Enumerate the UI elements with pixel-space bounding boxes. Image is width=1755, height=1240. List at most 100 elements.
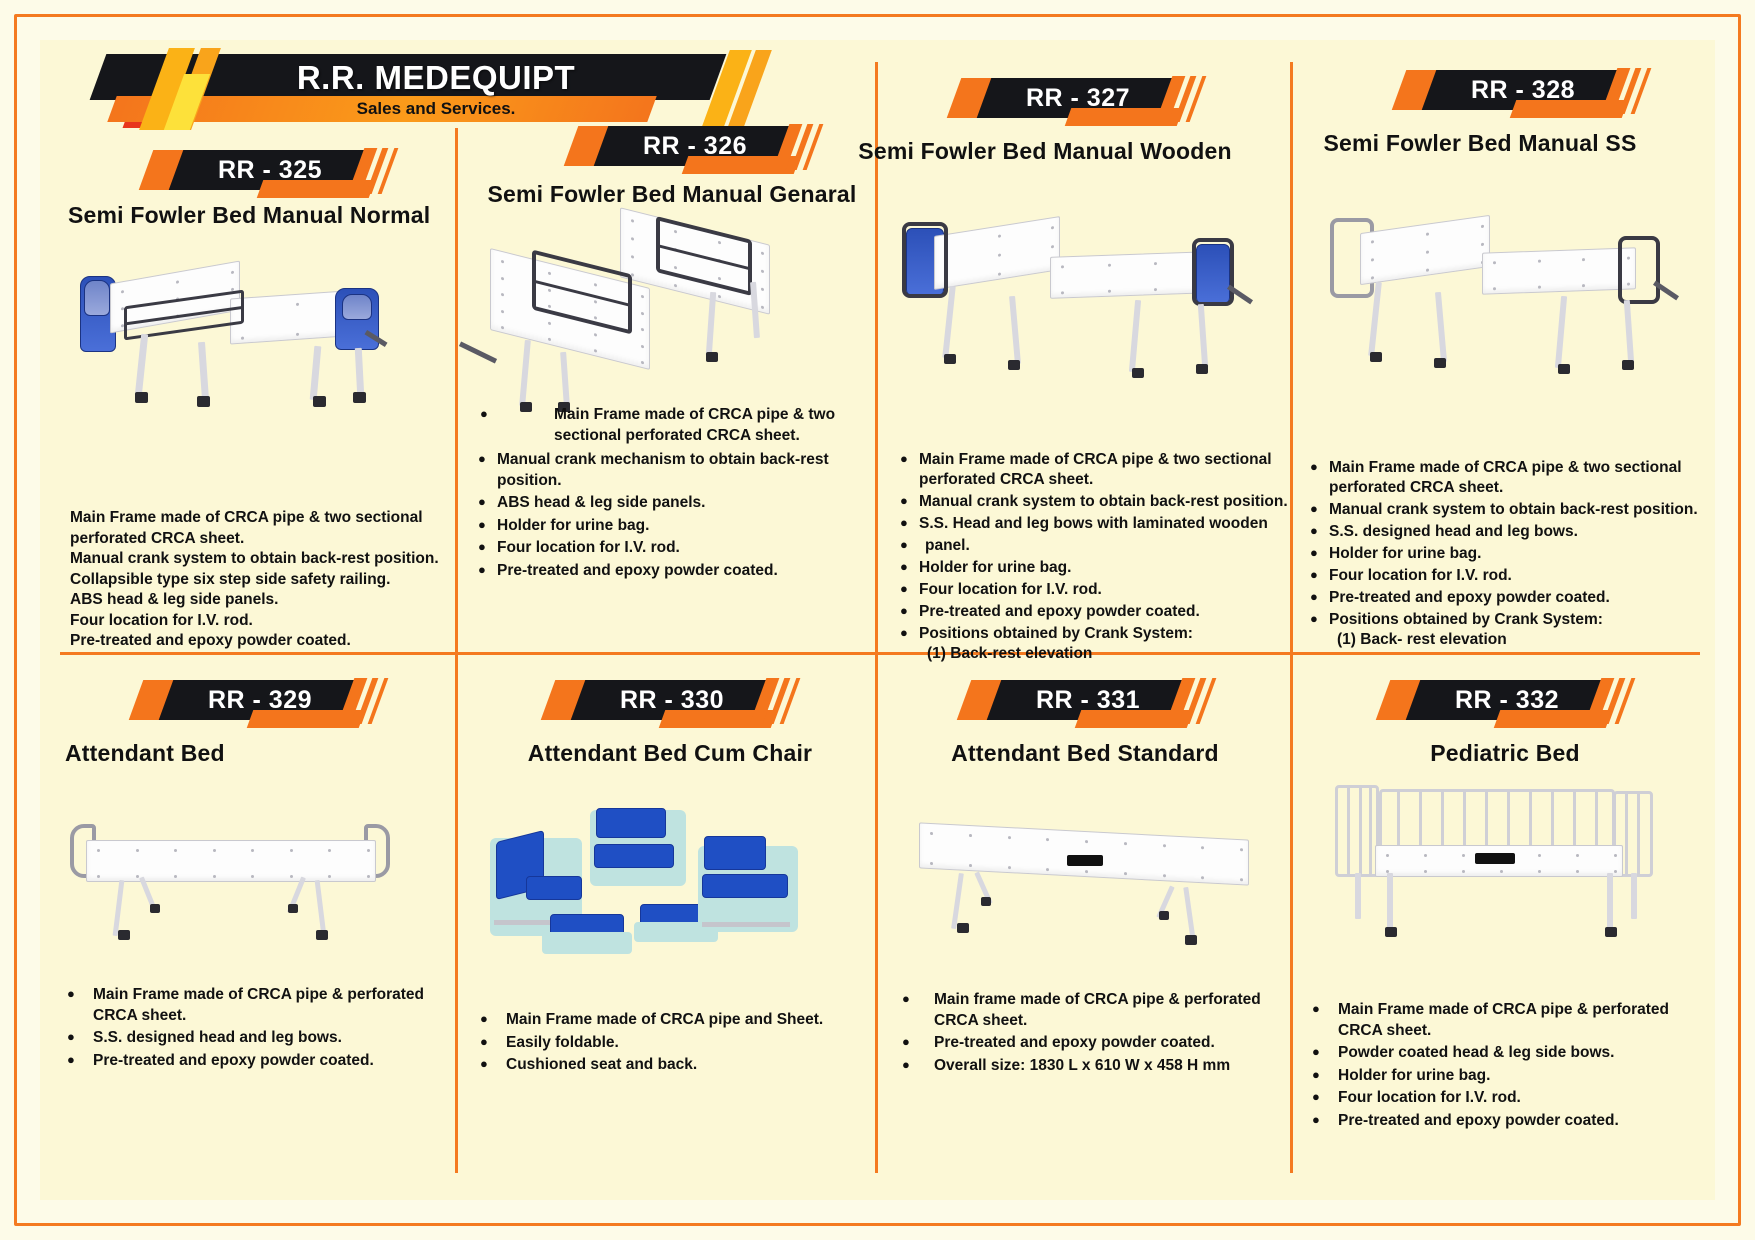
spec-text: Main Frame made of CRCA pipe & two secti…	[554, 406, 836, 444]
perforation-hole	[1371, 258, 1374, 262]
perforation-hole	[1614, 870, 1617, 873]
spec-text: S.S. designed head and leg bows.	[93, 1029, 342, 1046]
spec-text: Pre-treated and epoxy powder coated.	[1329, 589, 1610, 606]
perforation-hole	[1051, 244, 1054, 249]
grid-divider-v3-top	[1290, 62, 1293, 654]
leg-1	[1387, 873, 1393, 931]
spec-text: Main Frame made of CRCA pipe & two secti…	[1329, 459, 1682, 496]
spec-text: Pre-treated and epoxy powder coated.	[497, 561, 778, 579]
perforation-hole	[1007, 865, 1011, 870]
perforation-hole	[1107, 289, 1111, 293]
leg-left-rear	[560, 351, 570, 407]
spec-item: Four location for I.V. rod.	[1310, 1087, 1710, 1109]
perforation-hole	[97, 849, 100, 852]
perforation-hole	[631, 237, 634, 241]
perforation-hole	[1576, 854, 1579, 857]
perforation-hole	[641, 360, 644, 365]
spec-item: Main Frame made of CRCA pipe and Sheet.	[478, 1009, 868, 1031]
chair-seat-mid	[594, 844, 674, 868]
perforation-hole	[174, 849, 178, 852]
perforation-hole	[121, 289, 124, 294]
chair-base-left	[494, 920, 574, 925]
perforation-hole	[1123, 872, 1127, 876]
spec-text: Four location for I.V. rod.	[497, 539, 680, 556]
perforation-hole	[212, 849, 216, 852]
grid-divider-v1-bottom	[455, 655, 458, 1173]
sku-code: RR - 327	[1025, 84, 1131, 112]
perforation-hole	[1426, 250, 1429, 254]
perforation-hole	[1462, 870, 1465, 873]
perforation-hole	[1154, 262, 1158, 266]
perforation-hole	[1386, 870, 1389, 873]
sku-badge-rr-325: RR - 325	[138, 148, 408, 198]
spec-bullets: Main Frame made of CRCA pipe & two secti…	[478, 404, 868, 446]
spec-item: Holder for urine bag.	[1310, 543, 1700, 564]
sku-badge-rr-328: RR - 328	[1391, 68, 1661, 118]
perforation-hole	[1085, 840, 1088, 844]
perforation-hole	[641, 327, 644, 332]
folded-frame-2	[634, 922, 718, 942]
ss-head-bow	[902, 222, 948, 298]
leg-front-right	[309, 345, 322, 401]
spec-subtext: (1) Back- rest elevation	[1337, 631, 1507, 648]
spec-item: Positions obtained by Crank System: (1) …	[1310, 609, 1700, 650]
seat-section	[1482, 247, 1636, 295]
sku-badge-rr-327: RR - 327	[946, 76, 1216, 126]
spec-item: ABS head & leg side panels.	[478, 492, 868, 514]
perforation-hole	[1046, 868, 1050, 872]
spec-item: Pre-treated and epoxy powder coated.	[900, 1032, 1290, 1054]
grid-divider-horizontal	[60, 652, 1700, 655]
chair-seat-left	[526, 876, 582, 900]
grid-divider-v1-top	[455, 128, 458, 654]
perforation-hole	[998, 272, 1001, 276]
perforation-hole	[1107, 263, 1111, 267]
perforation-hole	[761, 251, 764, 256]
abs-leg-inset	[342, 294, 372, 320]
perforation-hole	[1386, 854, 1389, 857]
perforation-hole	[547, 337, 551, 342]
perforation-hole	[1614, 854, 1617, 857]
foot-cap-4	[1196, 364, 1208, 374]
brand-header: R.R. MEDEQUIPT Sales and Services.	[76, 48, 772, 130]
perforation-hole	[1424, 854, 1427, 857]
perforation-hole	[1500, 870, 1503, 873]
head-rail-frame	[1335, 785, 1379, 877]
spec-item: S.S. Head and leg bows with laminated wo…	[900, 513, 1290, 534]
perforation-hole	[501, 259, 504, 264]
spec-list-rr-326: Main Frame made of CRCA pipe & two secti…	[478, 404, 868, 583]
perforation-hole	[1493, 261, 1496, 265]
spec-text: Four location for I.V. rod.	[919, 581, 1102, 598]
company-tagline: Sales and Services.	[356, 99, 516, 118]
spec-item: Four location for I.V. rod.	[900, 579, 1290, 600]
perforation-hole	[289, 875, 293, 878]
leg-4	[1197, 303, 1209, 369]
foot-cap-4	[1622, 360, 1634, 370]
perforation-hole	[251, 875, 255, 878]
foot-cap-2	[1605, 927, 1617, 937]
bed-platform	[1375, 845, 1623, 877]
side-rail-bar-2	[1419, 791, 1422, 861]
spec-text: Holder for urine bag.	[1338, 1066, 1491, 1084]
foot-cap-2	[1008, 360, 1020, 370]
sku-code: RR - 330	[619, 686, 725, 714]
sku-badge-rr-329: RR - 329	[128, 678, 398, 728]
side-rail-bar-9	[1573, 791, 1576, 861]
product-title: Semi Fowler Bed Manual Wooden	[858, 138, 1232, 164]
spec-text: Main Frame made of CRCA pipe and Sheet.	[506, 1011, 824, 1028]
spec-text: Positions obtained by Crank System:	[919, 625, 1193, 642]
grid-divider-v2-top	[875, 62, 878, 654]
spec-text: panel.	[925, 537, 970, 554]
center-plate	[1475, 853, 1515, 864]
spec-item: Manual crank system to obtain back-rest …	[900, 491, 1290, 512]
perforation-hole	[761, 305, 764, 310]
side-rail-bar-8	[1551, 791, 1554, 861]
perforation-hole	[631, 219, 634, 223]
spec-item: Manual crank system to obtain back-rest …	[1310, 499, 1700, 520]
backrest-section	[1360, 214, 1490, 286]
sku-code: RR - 331	[1035, 686, 1141, 714]
company-name: R.R. MEDEQUIPT	[296, 59, 576, 96]
perforation-hole	[174, 875, 178, 878]
sku-code: RR - 326	[642, 132, 748, 160]
chair-seat-right	[702, 874, 788, 898]
perforation-hole	[1537, 259, 1541, 263]
